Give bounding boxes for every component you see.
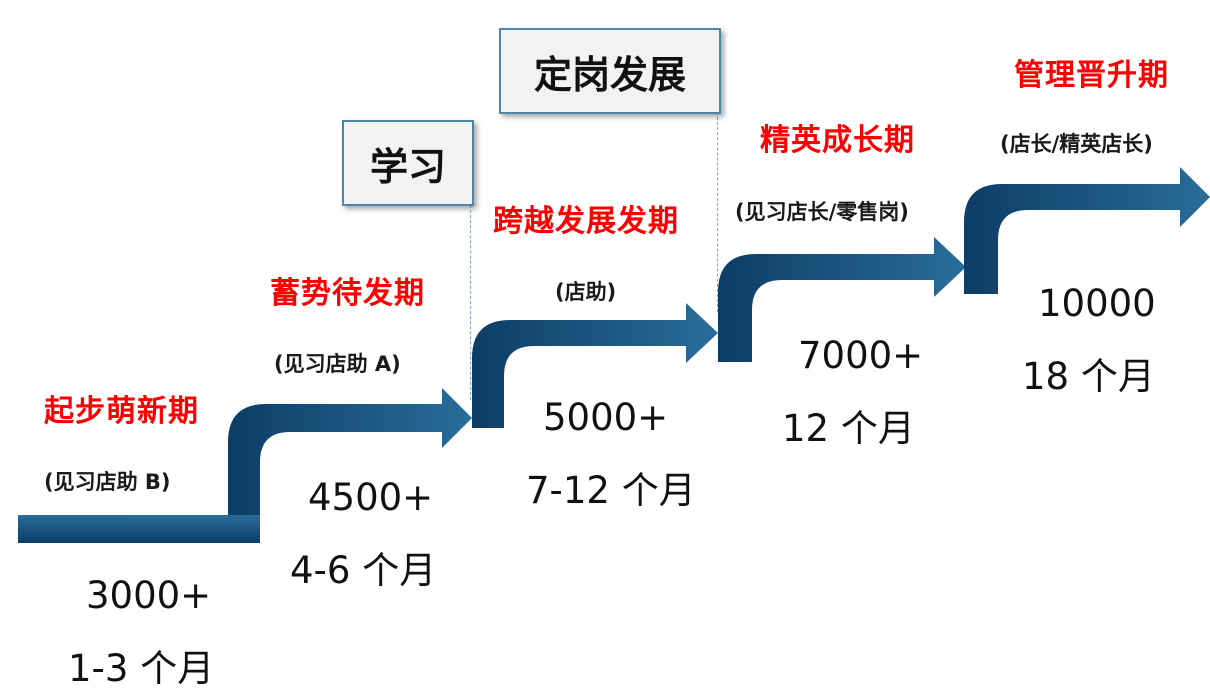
settle-label: 定岗发展 xyxy=(533,52,686,97)
stage-salary-5: 10000 xyxy=(1038,282,1156,325)
learning-label-box: 学习 xyxy=(342,120,474,206)
stage-duration-1: 1-3 个月 xyxy=(68,647,215,690)
stage-salary-4: 7000+ xyxy=(798,334,924,377)
stage-role-2: (见习店助 A) xyxy=(274,352,401,376)
divider-learning xyxy=(470,205,471,400)
base-bar xyxy=(18,515,260,543)
stage-salary-2: 4500+ xyxy=(308,476,434,519)
stage-title-4: 精英成长期 xyxy=(760,123,915,158)
settle-label-box: 定岗发展 xyxy=(499,28,721,114)
stage-salary-1: 3000+ xyxy=(86,574,212,617)
stage-title-3: 跨越发展发期 xyxy=(493,204,679,239)
stage-duration-4: 12 个月 xyxy=(782,407,915,450)
learning-label: 学习 xyxy=(369,144,446,189)
stage-salary-3: 5000+ xyxy=(543,396,669,439)
step-arrow-3 xyxy=(718,237,966,362)
stage-duration-5: 18 个月 xyxy=(1022,355,1155,398)
stage-title-2: 蓄势待发期 xyxy=(270,276,425,311)
step-arrow-4 xyxy=(964,167,1210,294)
stage-duration-2: 4-6 个月 xyxy=(290,549,437,592)
step-arrow-2 xyxy=(472,303,718,428)
stage-duration-3: 7-12 个月 xyxy=(526,469,696,512)
stage-role-3: (店助) xyxy=(555,280,617,304)
step-arrow-1 xyxy=(228,388,472,515)
stage-title-5: 管理晋升期 xyxy=(1014,58,1169,93)
stage-role-1: (见习店助 B) xyxy=(44,470,171,494)
divider-settle xyxy=(717,112,718,312)
stage-title-1: 起步萌新期 xyxy=(44,394,199,429)
stage-role-4: (见习店长/零售岗) xyxy=(735,200,909,224)
stage-role-5: (店长/精英店长) xyxy=(1000,132,1153,156)
